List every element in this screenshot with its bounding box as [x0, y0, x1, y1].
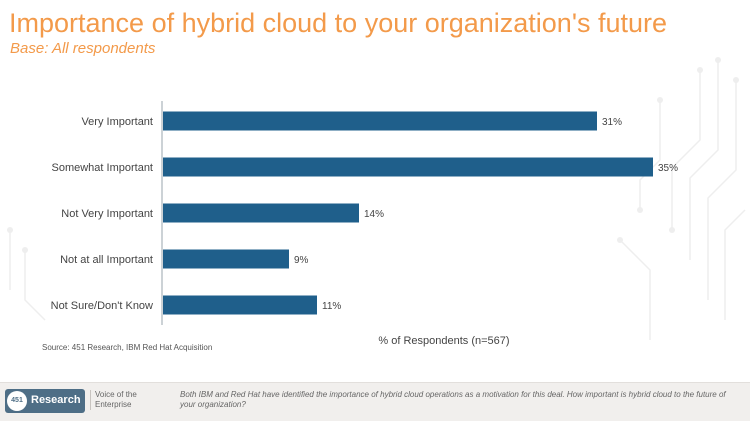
bar — [163, 203, 359, 223]
voice-tagline: Voice of the Enterprise — [90, 390, 153, 410]
data-label: 11% — [322, 301, 341, 312]
survey-question: Both IBM and Red Hat have identified the… — [180, 390, 726, 409]
category-label: Somewhat Important — [52, 162, 154, 174]
logo-mark: 451 — [7, 391, 27, 411]
footer-bar: 451 Research Voice of the Enterprise Bot… — [0, 382, 750, 421]
category-label: Not Very Important — [61, 208, 153, 220]
data-label: 35% — [658, 163, 678, 174]
circuit-background-decoration — [7, 57, 746, 340]
bar-chart: Very Important 31% Somewhat Important 35% No… — [51, 101, 678, 347]
chart-title: Importance of hybrid cloud to your organ… — [9, 8, 668, 38]
data-label: 9% — [294, 255, 309, 266]
source-note: Source: 451 Research, IBM Red Hat Acquis… — [42, 343, 213, 352]
research-logo: 451 Research — [5, 389, 85, 413]
bar — [163, 157, 653, 177]
bar — [163, 249, 289, 269]
category-label: Not Sure/Don't Know — [51, 300, 153, 312]
bar — [163, 111, 597, 131]
data-label: 14% — [364, 209, 384, 220]
data-label: 31% — [602, 117, 622, 128]
logo-text: Research — [31, 394, 81, 406]
x-axis-title: % of Respondents (n=567) — [378, 335, 509, 347]
category-label: Very Important — [81, 116, 153, 128]
category-label: Not at all Important — [60, 254, 153, 266]
bar — [163, 295, 317, 315]
chart-subtitle: Base: All respondents — [10, 40, 156, 57]
